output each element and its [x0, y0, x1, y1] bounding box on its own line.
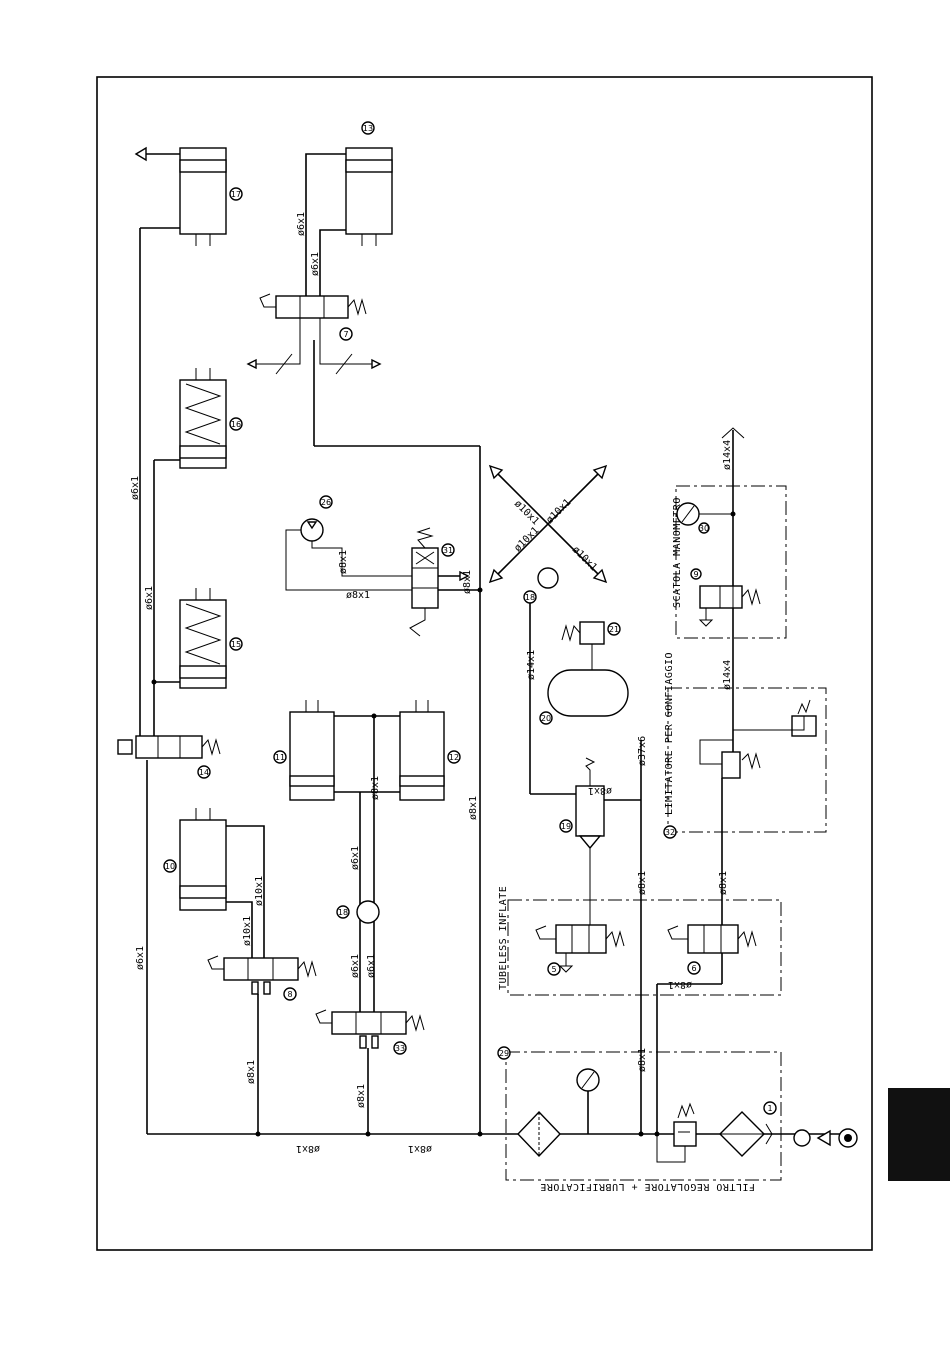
cylinder-16: 16	[179, 368, 243, 469]
pipe-label: ø6x1	[366, 954, 377, 978]
pipe-label: ø8x1	[637, 871, 648, 895]
component-number: 33	[395, 1044, 405, 1053]
component-number: 14	[199, 768, 209, 777]
component-number: 20	[541, 714, 551, 723]
pipe-label: ø14x4	[722, 440, 733, 470]
component-number: 26	[321, 498, 331, 507]
cylinders-11-12: 11 12 ø8x1 ø6x1 ø6x1 ø6x1 18	[273, 700, 461, 1020]
pipe-label: ø8x1	[370, 776, 381, 800]
pipe-label: ø6x1	[350, 954, 361, 978]
component-number: 18	[525, 593, 535, 602]
pipe-label: ø10x1	[544, 497, 573, 526]
cylinder-13-group: 13 ø6x1 ø6x1 7	[246, 121, 393, 375]
component-number: 17	[231, 190, 241, 199]
pipe-label: ø8x1	[356, 1084, 367, 1108]
pipe-label: ø6x1	[296, 212, 307, 236]
valve-14-group: 14	[117, 735, 221, 779]
pipe-label: ø8x1	[468, 796, 479, 820]
pipe-label: ø6x1	[130, 476, 141, 500]
component-number: 19	[561, 822, 571, 831]
gauge-box-group: SCATOLA MANOMETRO 30 9	[672, 485, 787, 639]
pipe-label: ø10x1	[570, 544, 599, 573]
pipe-label: ø14x1	[526, 650, 537, 680]
pipe-label: ø6x1	[135, 946, 146, 970]
cylinder-15: 15	[179, 588, 243, 689]
component-number: 6	[691, 964, 696, 973]
pipe-label: ø10x1	[254, 876, 265, 906]
limiter-group-label: LIMITATORE PER GONFIAGGIO	[664, 652, 675, 815]
component-number: 21	[609, 625, 619, 634]
component-number: 16	[231, 420, 241, 429]
component-number: 12	[449, 753, 459, 762]
component-number: 31	[443, 546, 453, 555]
pipe-label: ø6x1	[350, 846, 361, 870]
pipe-label: ø8x1	[668, 979, 692, 990]
pipe-label: ø8x1	[637, 1048, 648, 1072]
pipe-label: ø6x1	[310, 252, 321, 276]
pipe-label: ø6x1	[144, 586, 155, 610]
component-number: 10	[165, 862, 175, 871]
component-number: 7	[343, 330, 348, 339]
component-number: 11	[275, 753, 285, 762]
pipe-label: ø8x1	[296, 1143, 320, 1154]
page-frame	[96, 76, 873, 1251]
page-tab	[888, 1088, 950, 1181]
valve-33-group: 33	[315, 1009, 425, 1055]
cylinder-17: 17	[134, 146, 243, 246]
pipe-label: ø8x1	[246, 1060, 257, 1084]
valve-31-group: ø8x1 31 26 ø8x1 ø8x1	[285, 495, 480, 637]
component-number: 30	[699, 524, 709, 533]
component-number: 13	[363, 124, 373, 133]
tank-group: 20 21 19 ø8x1	[539, 621, 641, 925]
component-number: 18	[338, 908, 348, 917]
pipe-label: ø14x4	[722, 660, 733, 690]
pipe-label: ø10x1	[242, 916, 253, 946]
component-number: 8	[287, 990, 292, 999]
pipe-label: ø8x1	[718, 871, 729, 895]
component-number: 29	[499, 1049, 509, 1058]
component-number: 1	[767, 1104, 772, 1113]
inflation-nozzles: ø10x1 ø10x1 ø10x1 ø10x1	[488, 464, 608, 584]
pipe-label: ø8x1	[338, 550, 349, 574]
pipe-label: ø8x1	[462, 570, 473, 594]
tubeless-group-label: TUBELESS INFLATE	[498, 886, 509, 990]
pipe-label: ø8x1	[408, 1143, 432, 1154]
pipe-label: ø8x1	[346, 590, 370, 601]
component-number: 5	[551, 965, 556, 974]
cylinder-10-group: 10 ø10x1 ø10x1 8	[163, 808, 317, 1001]
gauge-box-label: SCATOLA MANOMETRO	[672, 497, 683, 608]
pipe-label: ø10x1	[512, 525, 541, 554]
pipe-label: ø37x6	[637, 736, 648, 766]
filter-regulator-group: 1 29 FILTRO REGOLATORE + LUBRIFICATORE	[497, 1046, 858, 1192]
limiter-group: LIMITATORE PER GONFIAGGIO 32	[663, 652, 827, 839]
component-number: 32	[665, 828, 675, 837]
tubeless-inflate-group: TUBELESS INFLATE 5 6 ø8x1	[498, 886, 782, 996]
component-number: 15	[231, 640, 241, 649]
filter-group-label: FILTRO REGOLATORE + LUBRIFICATORE	[540, 1181, 755, 1192]
component-number: 9	[693, 570, 698, 579]
pipe-label: ø8x1	[588, 785, 612, 796]
